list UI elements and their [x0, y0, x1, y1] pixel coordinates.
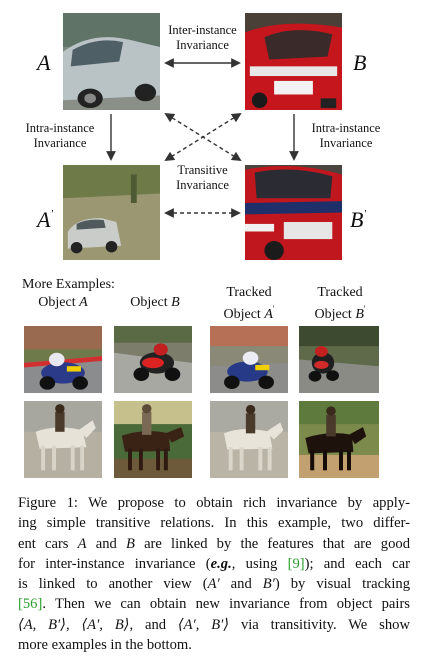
caption-line-1: Figure 1: We propose to obtain rich inva… [18, 495, 410, 511]
example-moto-tracked-a [210, 326, 288, 393]
example-horse-tracked-b [299, 401, 379, 478]
caption-line-5: is linked to another view (A′ and B′) by… [18, 576, 410, 593]
citation-9[interactable]: [9] [287, 555, 305, 572]
example-horse-tracked-a [210, 401, 288, 478]
example-moto-object-b [114, 326, 192, 393]
label-b: B [353, 50, 367, 75]
example-horse-object-a [24, 401, 102, 478]
caption-line-4: for inter-instance invariance (e.g., usi… [18, 555, 411, 572]
caption-line-2: ing simple transitive relations. In this… [18, 515, 410, 532]
caption-line-7: ⟨A, B′⟩, ⟨A′, B⟩, and ⟨A′, B′⟩ via trans… [18, 616, 410, 633]
photo-tracked-a [63, 165, 160, 260]
caption-line-8: more examples in the bottom. [18, 637, 192, 654]
photo-object-a [63, 13, 160, 110]
example-moto-tracked-b [299, 326, 379, 393]
photo-object-b [245, 13, 342, 110]
examples-col-tracked-b: Tracked Object B' [314, 285, 366, 322]
caption-line-3: ent cars A and B are linked by the featu… [18, 535, 410, 552]
example-horse-object-b [114, 401, 192, 478]
label-a: A [37, 50, 51, 75]
diagram-arrows [106, 58, 299, 218]
caption-line-6: [56]. Then we can obtain new invariance … [18, 596, 410, 613]
arrow-diag-b-aprime [164, 112, 242, 162]
examples-col-tracked-a: Tracked Object A' [223, 285, 275, 322]
examples-col-object-a: Object A [38, 295, 88, 310]
figure-caption: Figure 1: We propose to obtain rich inva… [18, 493, 410, 655]
citation-56[interactable]: [56] [18, 596, 43, 613]
examples-col-object-b: Object B [130, 295, 180, 310]
example-moto-object-a [24, 326, 102, 393]
label-b-prime: B' [350, 207, 367, 232]
examples-heading: More Examples: [22, 277, 115, 292]
label-a-prime: A' [37, 207, 54, 232]
photo-tracked-b [245, 165, 342, 260]
